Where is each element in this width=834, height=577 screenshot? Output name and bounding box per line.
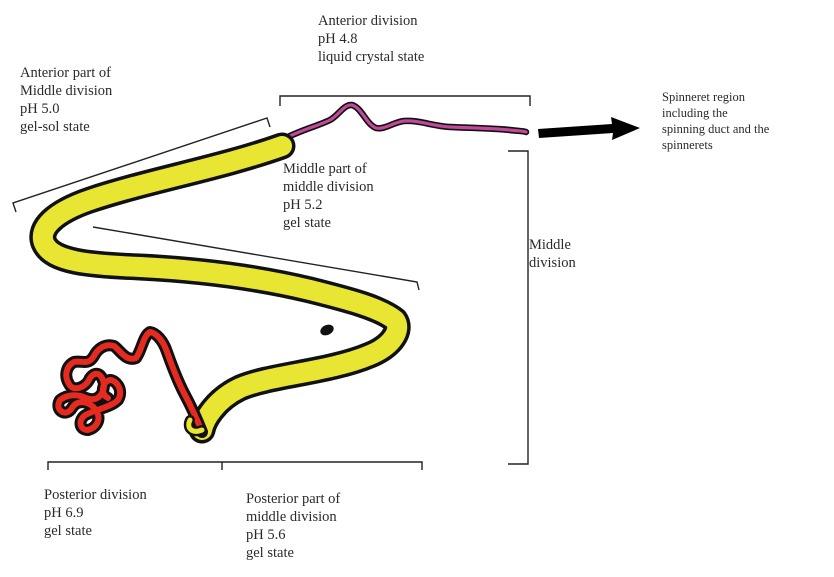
spinneret-arrow — [538, 117, 640, 140]
middle-middle-label: Middle part of middle division pH 5.2 ge… — [283, 160, 374, 232]
posterior-bracket — [48, 462, 422, 470]
posterior-middle-label: Posterior part of middle division pH 5.6… — [246, 490, 340, 562]
posterior-division-label: Posterior division pH 6.9 gel state — [44, 486, 147, 540]
spinneret-region-label: Spinneret region including the spinning … — [662, 89, 769, 153]
middle-division-label: Middle division — [529, 236, 576, 272]
anterior-middle-label: Anterior part of Middle division pH 5.0 … — [20, 64, 112, 136]
anterior-division-label: Anterior division pH 4.8 liquid crystal … — [318, 12, 424, 66]
tube-bulge — [319, 323, 336, 338]
middle-division-bracket — [508, 151, 528, 464]
anterior-division-bracket — [280, 96, 530, 106]
